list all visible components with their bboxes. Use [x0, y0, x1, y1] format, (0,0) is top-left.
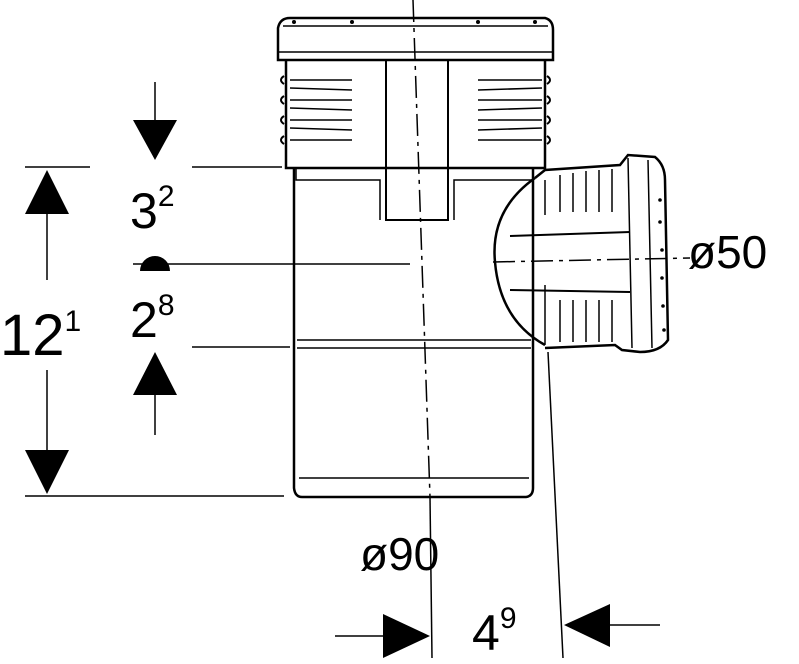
main-pipe	[276, 16, 555, 499]
total-height-arrow-up	[25, 170, 69, 214]
branch-pipe	[493, 153, 670, 354]
upper-offset-label: 32	[130, 180, 175, 239]
center-marker	[140, 256, 170, 271]
lower-offset-label: 28	[130, 289, 175, 348]
main-diameter-label: ø90	[360, 528, 439, 580]
total-height-label: 121	[0, 303, 81, 368]
dimension-labels: 121 32 28 ø50 ø90 49	[0, 180, 767, 661]
arrow-heads	[25, 120, 610, 658]
lower-offset-arrow	[133, 352, 177, 395]
branch-offset-arrow-right	[564, 604, 610, 647]
branch-offset-label: 49	[472, 602, 517, 661]
upper-offset-arrow	[133, 120, 177, 160]
centerlines	[412, 0, 691, 498]
branch-diameter-label: ø50	[688, 226, 767, 278]
branch-offset-arrow-left	[383, 614, 430, 658]
total-height-arrow-down	[25, 450, 69, 494]
dimension-lines	[25, 82, 660, 659]
